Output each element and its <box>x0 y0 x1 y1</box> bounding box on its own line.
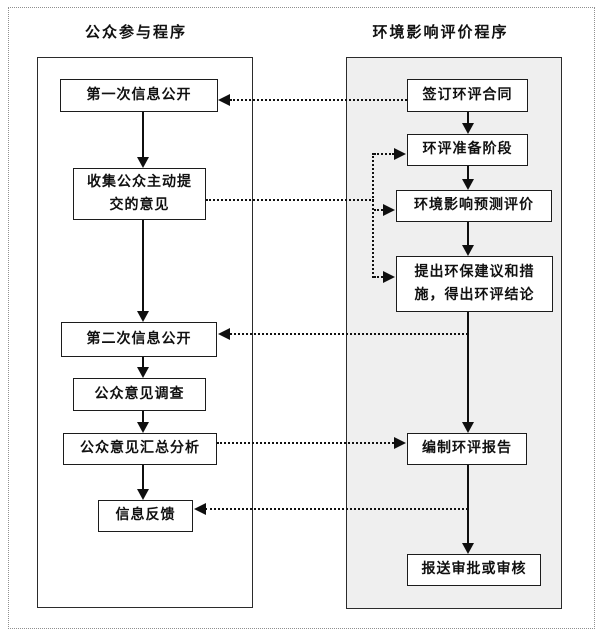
arrowhead-compile-report <box>462 422 474 433</box>
arrow-line-proposals-conclusion <box>467 312 469 424</box>
dashed-arrowhead-proposals-conclusion <box>383 271 395 283</box>
arrow-line-impact-prediction <box>467 222 469 247</box>
flow-node-proposals-conclusion: 提出环保建议和措 施，得出环评结论 <box>396 256 553 312</box>
dashed-line <box>374 209 383 211</box>
arrowhead-opinion-survey <box>137 367 149 378</box>
flow-node-opinion-survey: 公众意见调查 <box>73 378 206 411</box>
dashed-line <box>205 508 468 510</box>
flow-node-impact-prediction: 环境影响预测评价 <box>396 190 552 222</box>
arrow-line-first-disclosure <box>142 112 144 159</box>
dashed-arrowhead-impact-prediction <box>383 204 395 216</box>
flow-node-eia-preparation: 环评准备阶段 <box>407 134 528 166</box>
arrowhead-submit-approval <box>462 543 474 554</box>
right-column-title: 环境影响评价程序 <box>372 25 509 41</box>
dashed-line <box>372 153 374 278</box>
flow-node-opinion-analysis: 公众意见汇总分析 <box>63 433 217 465</box>
arrowhead-opinion-analysis <box>137 422 149 433</box>
flow-node-info-feedback: 信息反馈 <box>98 500 193 532</box>
arrow-line-collect-opinions <box>142 220 144 313</box>
flow-node-second-disclosure: 第二次信息公开 <box>61 322 217 357</box>
arrowhead-eia-preparation <box>462 123 474 134</box>
arrowhead-collect-opinions <box>137 157 149 168</box>
dashed-line <box>217 442 394 444</box>
flow-node-first-disclosure: 第一次信息公开 <box>60 79 218 112</box>
arrowhead-impact-prediction <box>462 179 474 190</box>
dashed-line <box>230 333 468 335</box>
dashed-line <box>374 153 394 155</box>
arrow-line-second-disclosure <box>142 357 144 369</box>
dashed-arrowhead-eia-preparation <box>394 148 406 160</box>
dashed-line <box>230 99 407 101</box>
flow-node-collect-opinions: 收集公众主动提 交的意见 <box>73 168 206 220</box>
dashed-arrowhead-info-feedback <box>194 503 206 515</box>
dashed-arrowhead-compile-report <box>394 437 406 449</box>
arrow-line-opinion-survey <box>142 411 144 424</box>
arrow-line-opinion-analysis <box>142 465 144 491</box>
flow-node-compile-report: 编制环评报告 <box>407 433 527 465</box>
dashed-line <box>206 199 374 201</box>
left-column-title: 公众参与程序 <box>84 25 187 41</box>
flow-node-sign-contract: 签订环评合同 <box>407 79 528 112</box>
dashed-line <box>374 276 383 278</box>
arrow-line-compile-report <box>467 465 469 545</box>
arrowhead-info-feedback <box>137 489 149 500</box>
arrowhead-proposals-conclusion <box>462 245 474 256</box>
arrowhead-second-disclosure <box>137 311 149 322</box>
arrow-line-eia-preparation <box>467 166 469 181</box>
dashed-arrowhead-first-disclosure <box>218 94 230 106</box>
arrow-line-sign-contract <box>467 112 469 125</box>
flow-node-submit-approval: 报送审批或审核 <box>407 554 541 586</box>
dashed-arrowhead-second-disclosure <box>218 328 230 340</box>
